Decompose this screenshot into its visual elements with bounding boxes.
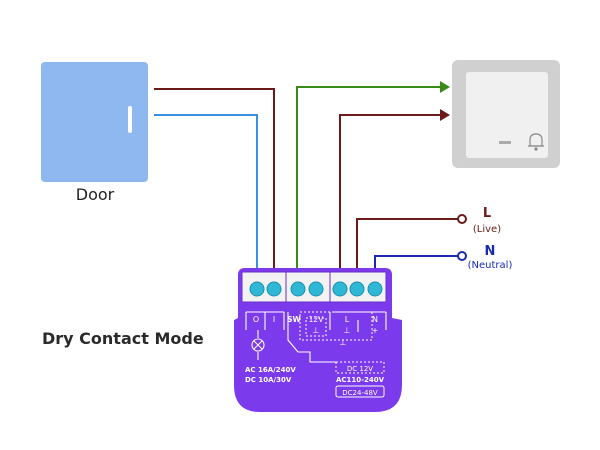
live-terminal-point — [457, 214, 467, 224]
label-o: O — [253, 315, 259, 324]
rating-ac: AC 16A/240V — [245, 366, 296, 374]
bell-icon — [528, 133, 544, 151]
doorbell-panel-inner — [466, 72, 548, 158]
label-plus: + — [372, 326, 379, 335]
label-l: L — [345, 315, 350, 324]
ground-12v: ⊥ — [313, 326, 320, 335]
terminal-n — [367, 281, 383, 297]
label-n: N — [372, 315, 378, 324]
doorbell-indicator — [499, 141, 511, 144]
relay-device: O I SW 12V ⊥ L ⊥ N + ⊥ AC 16A/240V DC 10… — [234, 268, 402, 412]
door-handle — [128, 106, 132, 133]
terminal-o — [249, 281, 265, 297]
terminal-12v — [308, 281, 324, 297]
wire-live — [356, 218, 458, 275]
live-letter: L — [483, 206, 491, 221]
wire-green — [296, 86, 440, 287]
ground-l: ⊥ — [344, 326, 351, 335]
supply-ac: AC110-240V — [336, 376, 385, 384]
arrow-green — [440, 81, 450, 93]
wire-bell-red — [339, 114, 440, 287]
supply-dc12: DC 12V — [347, 365, 373, 373]
neutral-letter: N — [485, 244, 496, 259]
label-i: I — [273, 315, 275, 324]
wire-door-red — [154, 88, 275, 287]
live-label: (Live) — [473, 224, 501, 235]
terminal-l2 — [349, 281, 365, 297]
neutral-label: (Neutral) — [468, 260, 513, 271]
door-label: Door — [76, 185, 115, 204]
ground-center: ⊥ — [340, 338, 347, 347]
terminal-i — [266, 281, 282, 297]
wire-door-blue — [154, 114, 258, 287]
page-title: Dry Contact Mode — [42, 329, 204, 348]
rating-dc: DC 10A/30V — [245, 376, 292, 384]
label-sw: SW — [287, 315, 301, 324]
lamp-symbol — [251, 338, 265, 352]
label-12v: 12V — [309, 315, 325, 324]
terminal-l1 — [332, 281, 348, 297]
supply-dc2448: DC24-48V — [342, 389, 378, 397]
terminal-sw — [290, 281, 306, 297]
door-icon — [41, 62, 148, 182]
arrow-red — [440, 109, 450, 121]
neutral-terminal-point — [457, 251, 467, 261]
